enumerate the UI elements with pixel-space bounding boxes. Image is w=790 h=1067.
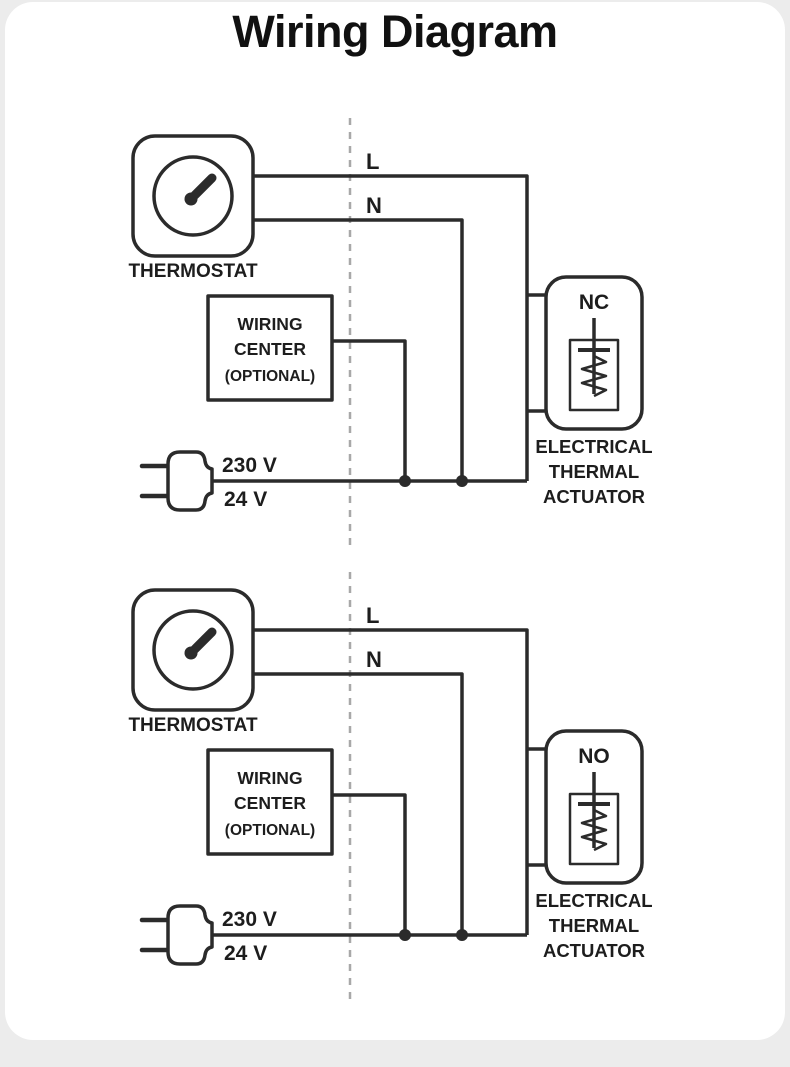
diagram-no: L N THERMOSTAT WIRING CENTER (OPTIONAL) … [128,572,653,999]
voltage-primary-label: 230 V [222,908,277,931]
voltage-secondary-label: 24 V [224,942,267,965]
wiring-center-label-line3: (OPTIONAL) [225,368,315,385]
wire-l-label: L [366,149,379,174]
actuator-mode-label: NC [579,291,609,314]
wiring-center-label-line2: CENTER [234,793,306,813]
wiring-center-label-line2: CENTER [234,339,306,359]
voltage-secondary-label: 24 V [224,488,267,511]
wiring-center-label-line1: WIRING [237,314,302,334]
thermostat-label: THERMOSTAT [128,715,258,736]
diagram-nc: L N THERMOSTAT WIRING CENTER (OPTIONAL) … [128,118,653,545]
actuator-label-line3: ACTUATOR [543,486,645,507]
wire-n-label: N [366,193,382,218]
page-title: Wiring Diagram [232,6,558,57]
actuator-label-line2: THERMAL [549,915,639,936]
actuator-label-line1: ELECTRICAL [535,890,652,911]
thermostat-label: THERMOSTAT [128,261,258,282]
wire-l-label: L [366,603,379,628]
wire-n-label: N [366,647,382,672]
wiring-center-label-line1: WIRING [237,768,302,788]
actuator-label-line2: THERMAL [549,461,639,482]
actuator-label-line1: ELECTRICAL [535,436,652,457]
voltage-primary-label: 230 V [222,454,277,477]
wiring-center-label-line3: (OPTIONAL) [225,822,315,839]
actuator-mode-label: NO [578,745,610,768]
actuator-label-line3: ACTUATOR [543,940,645,961]
